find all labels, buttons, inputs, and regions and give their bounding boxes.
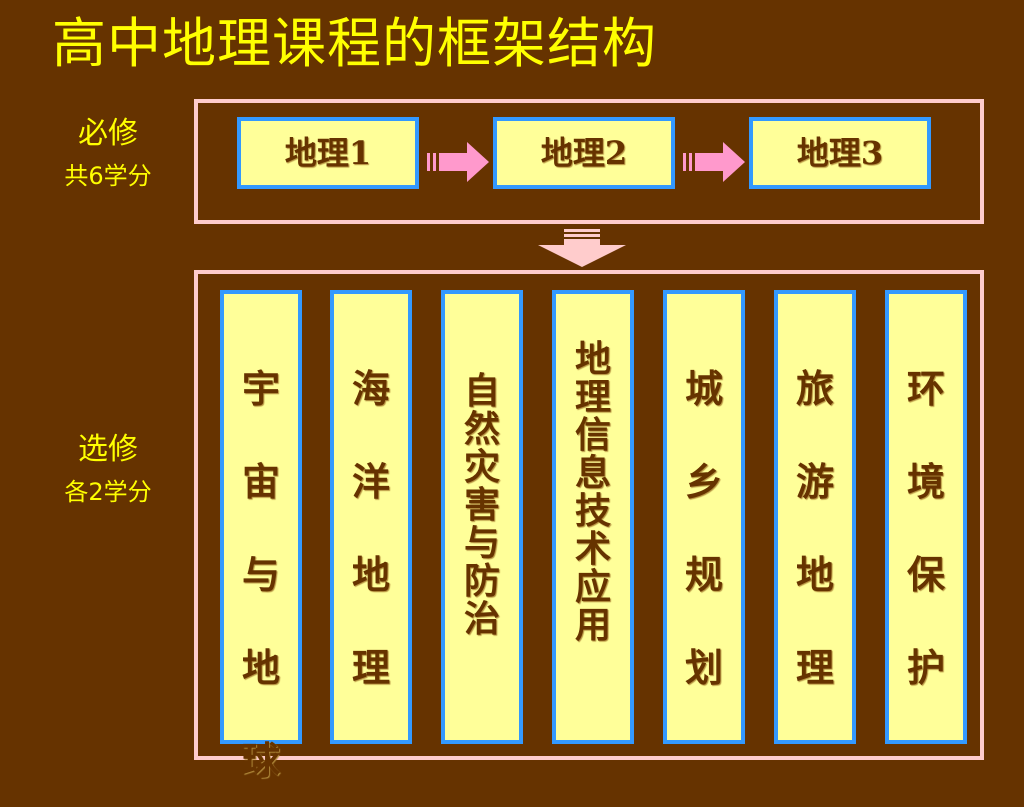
elective-course-label: 地理信息技术应用: [574, 338, 611, 646]
elective-course-label: 环境保护: [906, 366, 945, 690]
elective-course-ocean-geography: 海洋地理: [330, 290, 412, 744]
elective-credits: 各2学分: [64, 478, 152, 506]
elective-course-label: 自然灾害与防治: [463, 370, 500, 640]
elective-course-gis: 地理信息技术应用: [552, 290, 634, 744]
required-label-group: 必修 共6学分: [38, 112, 178, 196]
elective-frame: [194, 270, 984, 760]
course-geography-3: 地理3: [749, 117, 931, 189]
course-geography-2: 地理2: [493, 117, 675, 189]
page-title: 高中地理课程的框架结构: [52, 12, 657, 75]
right-arrow-icon: [427, 142, 489, 182]
elective-label-group: 选修 各2学分: [38, 428, 178, 512]
elective-course-urban-rural-planning: 城乡规划: [663, 290, 745, 744]
elective-course-label: 宇宙与地球: [241, 366, 280, 783]
elective-course-tourism-geography: 旅游地理: [774, 290, 856, 744]
elective-course-label: 城乡规划: [684, 366, 723, 690]
course-geography-1: 地理1: [237, 117, 419, 189]
down-arrow-icon: [538, 229, 626, 267]
elective-course-label: 旅游地理: [795, 366, 834, 690]
required-frame: [194, 99, 984, 224]
right-arrow-icon: [683, 142, 745, 182]
elective-label: 选修: [78, 432, 138, 467]
elective-course-natural-disasters: 自然灾害与防治: [441, 290, 523, 744]
elective-course-label: 海洋地理: [351, 366, 390, 690]
elective-course-universe-earth: 宇宙与地球: [220, 290, 302, 783]
required-label: 必修: [78, 116, 138, 151]
required-credits: 共6学分: [64, 162, 152, 190]
elective-course-environmental-protection: 环境保护: [885, 290, 967, 744]
